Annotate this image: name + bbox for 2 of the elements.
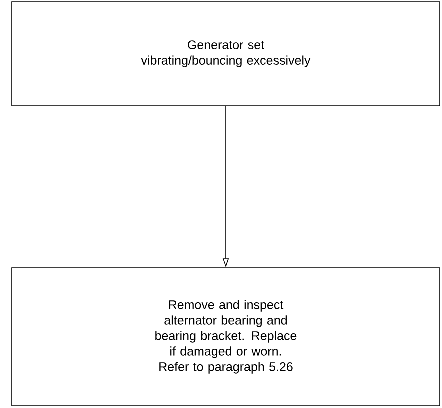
process-box: Generator set vibrating/bouncing excessively — [12, 2, 440, 106]
process-box: Remove and inspect alternator bearing and bearing bracket. Replace if damaged or worn. Refer to paragraph 5.26 — [12, 268, 440, 406]
